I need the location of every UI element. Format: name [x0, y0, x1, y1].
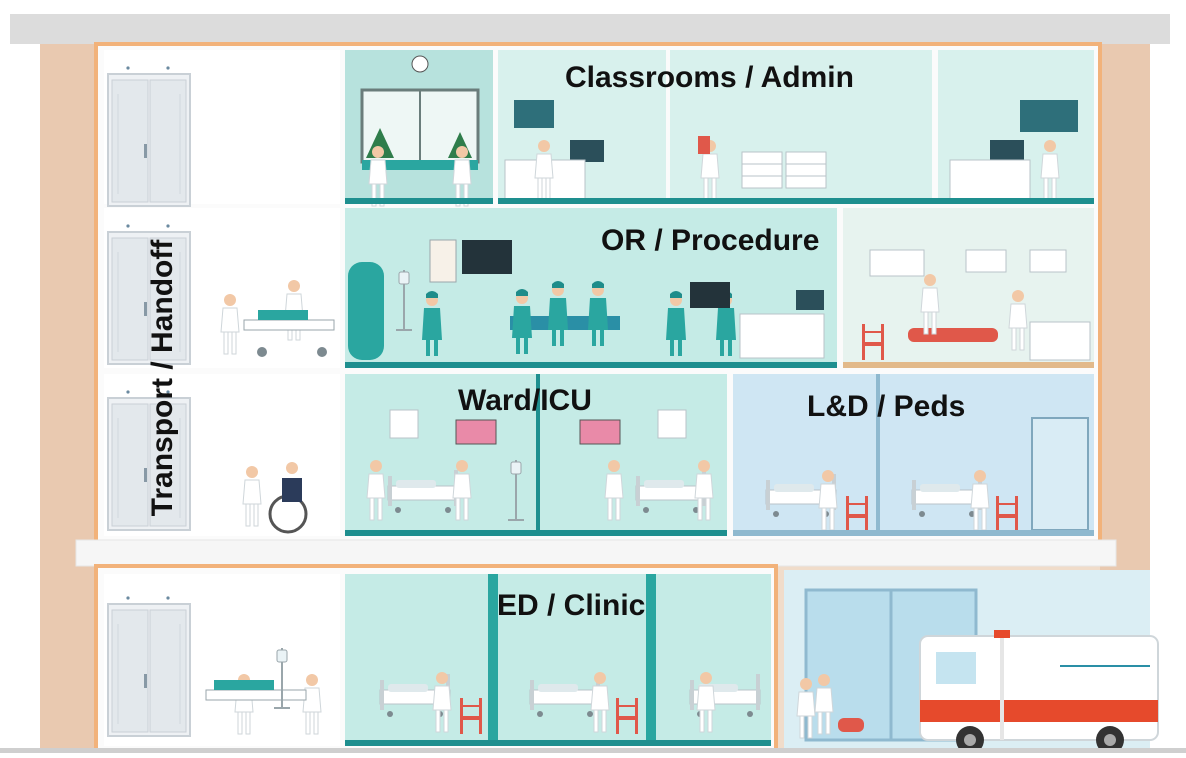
- label-classrooms-admin: Classrooms / Admin: [565, 61, 854, 94]
- label-or-procedure: OR / Procedure: [601, 224, 820, 257]
- label-ed-clinic: ED / Clinic: [497, 589, 646, 622]
- label-ward-icu: Ward/ICU: [458, 384, 592, 417]
- ambulance-icon: [919, 630, 1159, 754]
- label-transport-handoff: Transport / Handoff: [146, 239, 179, 517]
- label-ld-peds: L&D / Peds: [807, 390, 966, 423]
